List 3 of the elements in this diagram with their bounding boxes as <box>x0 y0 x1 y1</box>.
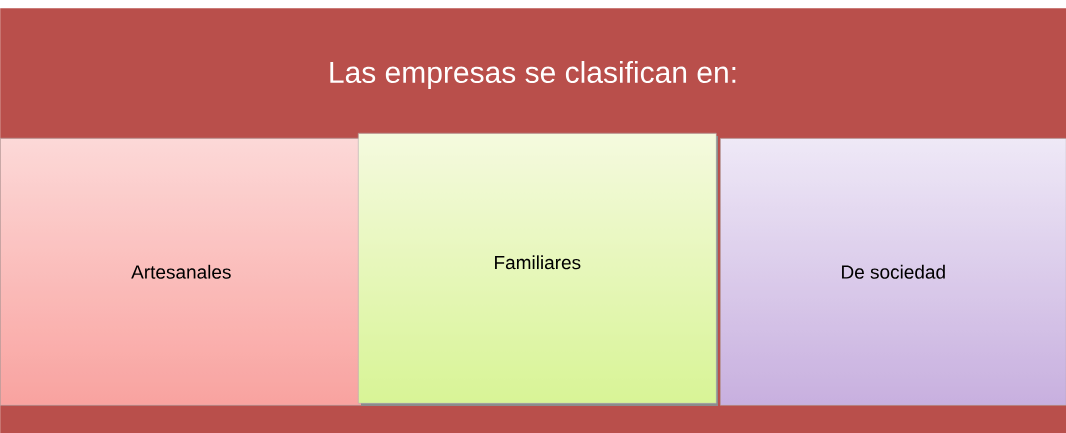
category-box: De sociedad <box>720 138 1066 406</box>
category-box: Familiares <box>358 133 718 406</box>
category-box: Artesanales <box>0 138 363 406</box>
